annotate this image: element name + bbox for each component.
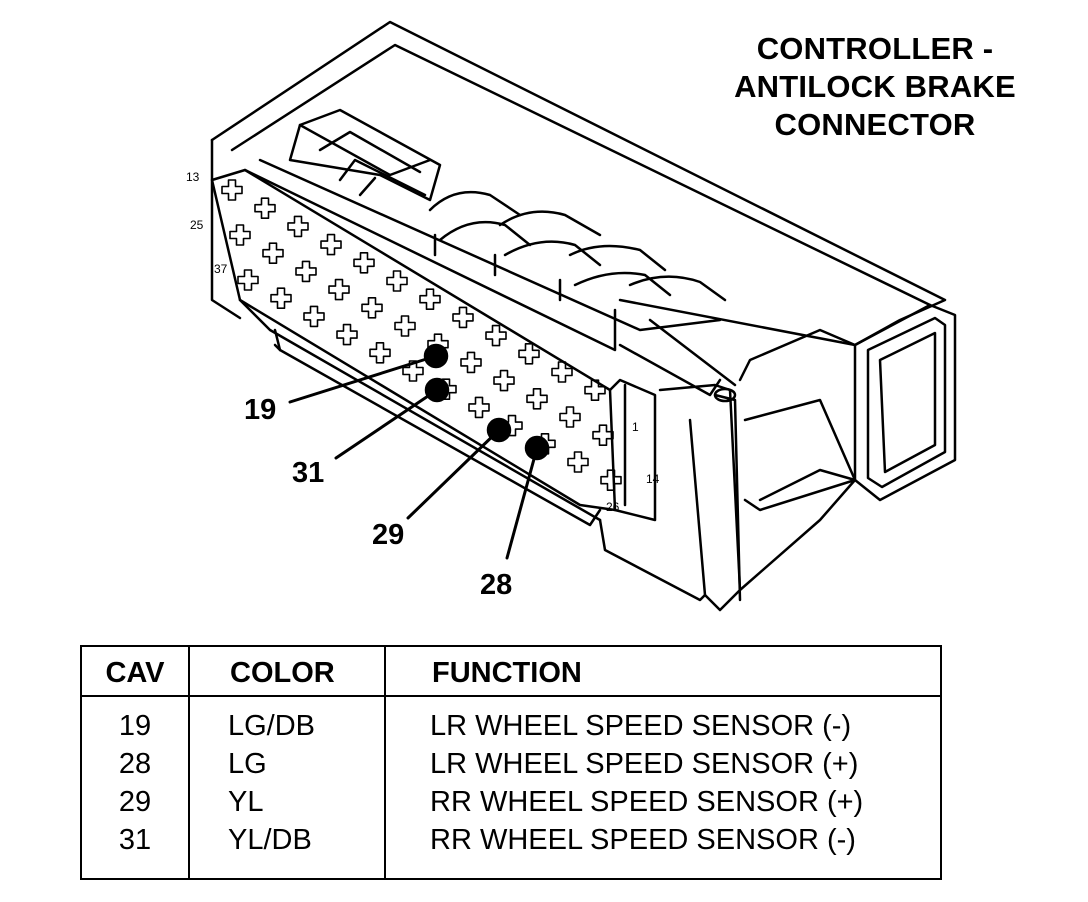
- pin-cavity: [567, 451, 589, 473]
- function-cell: LR WHEEL SPEED SENSOR (+): [430, 748, 859, 780]
- end-label-13: 13: [186, 170, 200, 184]
- pin-cavity: [526, 388, 548, 410]
- pin-cavity: [419, 288, 441, 310]
- side-panel: [598, 318, 857, 612]
- callout-19: 19: [244, 394, 277, 426]
- pin-cavity: [584, 379, 606, 401]
- housing-top-outline: [210, 20, 947, 347]
- function-cell: RR WHEEL SPEED SENSOR (-): [430, 824, 856, 856]
- pin-cavity: [452, 306, 474, 329]
- bottom-rail: [273, 328, 602, 527]
- cavity-19-leader: [288, 354, 438, 404]
- cavity-19-marker: [423, 343, 449, 369]
- cavity-29-marker: [486, 417, 512, 443]
- cavity-31-leader: [334, 388, 439, 460]
- pinout-table: CAV 19 28 29 31 COLOR LG/DB LG YL YL/DB FUNCTI…: [80, 645, 942, 880]
- cav-cell: 31: [118, 824, 152, 856]
- cavity-28-marker: [524, 435, 550, 461]
- pin-cavity: [336, 323, 358, 346]
- cavity-28-leader: [505, 446, 539, 560]
- pin-cavity: [295, 260, 317, 283]
- cavity-31-marker: [424, 377, 450, 403]
- callout-31: 31: [292, 457, 325, 489]
- end-label-26: 26: [606, 500, 620, 514]
- color-column: COLOR LG/DB LG YL YL/DB: [190, 647, 386, 878]
- cavity-29-leader: [406, 428, 501, 520]
- latch: [288, 108, 442, 202]
- pin-cavity: [518, 343, 540, 365]
- pin-cavity: [493, 369, 515, 392]
- pin-cavity: [592, 424, 614, 446]
- pin-cavity: [460, 351, 482, 374]
- cav-header: CAV: [82, 647, 188, 697]
- cav-cell: 28: [118, 748, 152, 780]
- pin-cavity: [551, 361, 573, 383]
- function-cells: LR WHEEL SPEED SENSOR (-) LR WHEEL SPEED …: [386, 697, 940, 859]
- pin-cavity: [369, 342, 391, 364]
- pin-cavity: [485, 324, 507, 347]
- title-line-3: CONNECTOR: [774, 107, 976, 142]
- pin-cavity: [237, 269, 259, 291]
- pin-cavity: [262, 242, 284, 264]
- function-cell: LR WHEEL SPEED SENSOR (-): [430, 710, 852, 742]
- cav-cell: 19: [118, 710, 152, 742]
- color-header: COLOR: [190, 647, 384, 697]
- color-cell: LG: [228, 748, 267, 780]
- upper-face-edge-2: [258, 158, 722, 332]
- pin-cavity: [229, 224, 251, 246]
- end-label-14: 14: [646, 472, 660, 486]
- cav-cells: 19 28 29 31: [82, 697, 188, 859]
- pin-cavity: [394, 315, 416, 337]
- callout-28: 28: [480, 569, 513, 601]
- pin-cavity: [221, 179, 243, 201]
- title-line-1: CONTROLLER -: [756, 31, 994, 66]
- pin-cavity: [270, 287, 292, 309]
- upper-face-edge: [243, 168, 617, 352]
- front-face-lower: [238, 298, 602, 522]
- title-line-2: ANTILOCK BRAKE: [734, 69, 1016, 104]
- function-header: FUNCTION: [386, 647, 940, 697]
- pin-cavity: [559, 406, 581, 428]
- callout-29: 29: [372, 519, 405, 551]
- function-cell: RR WHEEL SPEED SENSOR (+): [430, 786, 864, 818]
- function-column: FUNCTION LR WHEEL SPEED SENSOR (-)LR WHE…: [386, 647, 940, 878]
- connector-mouth: [738, 303, 957, 502]
- pin-cavity: [353, 252, 375, 274]
- pin-cavity: [320, 233, 342, 256]
- diagram-title: CONTROLLER - ANTILOCK BRAKE CONNECTOR: [700, 30, 1050, 144]
- end-label-1: 1: [632, 420, 639, 434]
- housing-left-ridge: [210, 138, 242, 320]
- pin-cavity: [468, 396, 490, 419]
- post-cap: [713, 387, 737, 403]
- housing-top-inner: [230, 43, 932, 307]
- pin-cavity: [303, 305, 325, 328]
- pin-cavity: [254, 197, 276, 219]
- color-cell: LG/DB: [228, 710, 316, 742]
- color-cell: YL: [228, 786, 264, 818]
- pin-cavity: [600, 469, 622, 491]
- pin-cavity: [287, 215, 309, 238]
- pin-cavity: [361, 297, 383, 319]
- end-label-37: 37: [214, 262, 228, 276]
- color-cells: LG/DB LG YL YL/DB: [190, 697, 384, 859]
- pin-cavity: [386, 270, 408, 292]
- front-face-outline: [210, 168, 617, 512]
- pin-cavity: [328, 278, 350, 301]
- cav-cell: 29: [118, 786, 152, 818]
- cav-column: CAV 19 28 29 31: [82, 647, 190, 878]
- wire-channels: [428, 190, 727, 302]
- end-label-25: 25: [190, 218, 204, 232]
- color-cell: YL/DB: [228, 824, 312, 856]
